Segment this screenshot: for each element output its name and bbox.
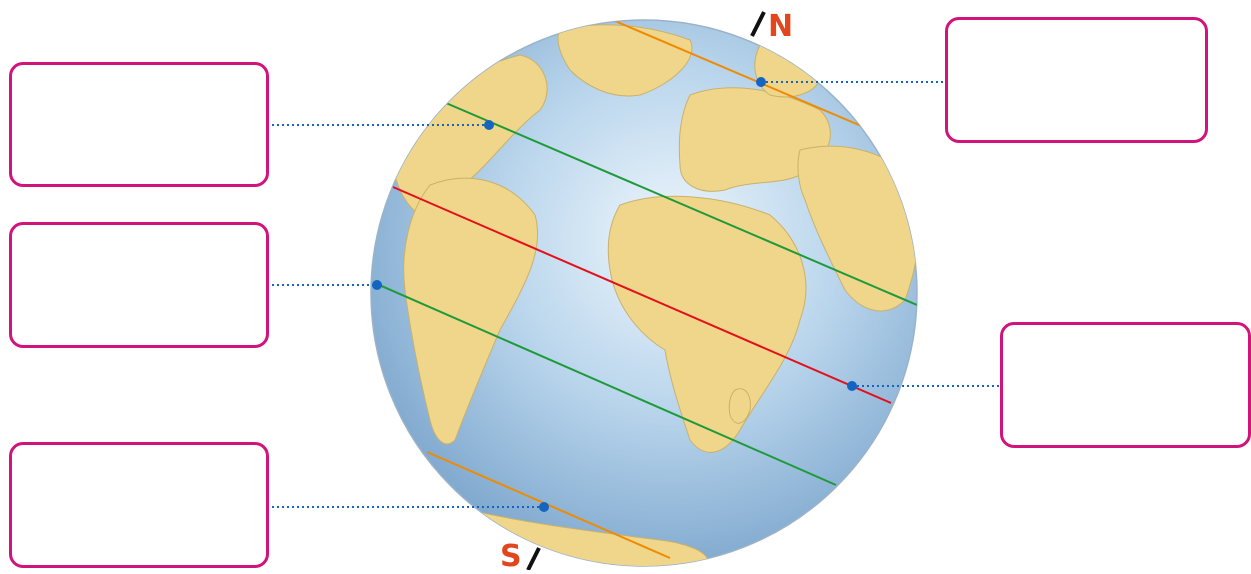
point-tropic-of-cancer xyxy=(484,120,494,130)
point-antarctic-circle xyxy=(539,502,549,512)
globe xyxy=(371,20,919,570)
south-pole-label: S xyxy=(500,539,522,570)
point-arctic-circle xyxy=(756,77,766,87)
label-box-top-right[interactable] xyxy=(945,17,1208,143)
north-pole-label: N xyxy=(768,9,793,44)
point-tropic-of-capricorn xyxy=(372,280,382,290)
scandinavia-landmass xyxy=(755,44,820,97)
axis-south-segment xyxy=(528,548,539,570)
axis-north-segment xyxy=(752,12,764,36)
point-equator xyxy=(847,381,857,391)
label-box-middle-left[interactable] xyxy=(9,222,269,348)
label-box-middle-right[interactable] xyxy=(1000,322,1251,448)
label-box-bottom-left[interactable] xyxy=(9,442,269,568)
label-box-top-left[interactable] xyxy=(9,62,269,187)
